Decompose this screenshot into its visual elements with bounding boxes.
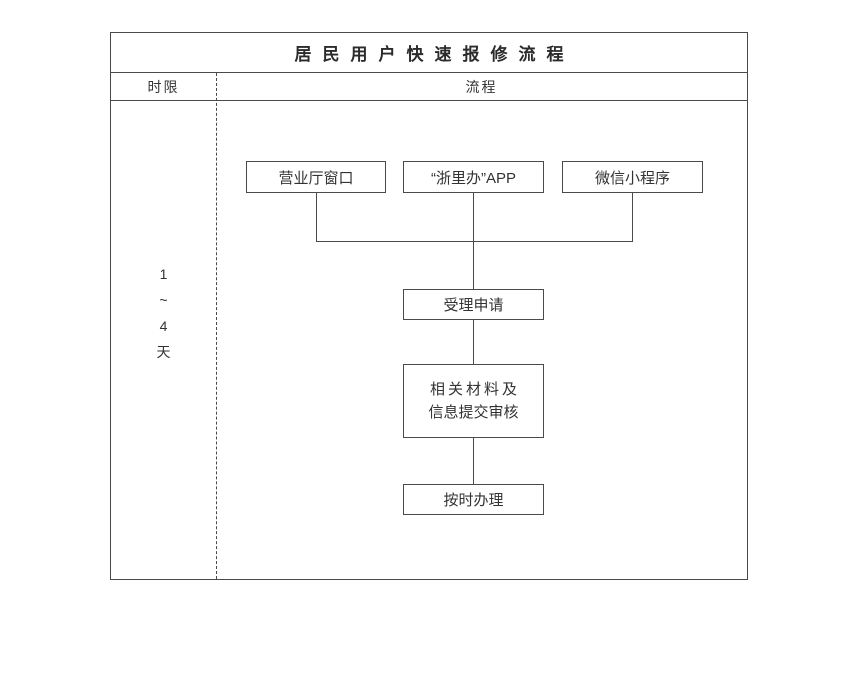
connector-line-to-materials bbox=[473, 320, 474, 364]
connector-line-wechat bbox=[632, 193, 633, 241]
step-box-accept-application: 受理申请 bbox=[403, 289, 544, 320]
connector-line-to-process bbox=[473, 438, 474, 484]
step-box-materials-review: 相关材料及 信息提交审核 bbox=[403, 364, 544, 438]
channel-label: 营业厅窗口 bbox=[278, 169, 354, 187]
flowchart-frame: 居民用户快速报修流程 时限 流程 1 ~ 4 天 营业厅窗口 “浙里办”APP … bbox=[110, 32, 748, 580]
column-header-process: 流程 bbox=[465, 78, 498, 95]
channel-box-business-hall: 营业厅窗口 bbox=[246, 161, 386, 193]
time-limit-char: ~ bbox=[159, 292, 168, 308]
column-header-time-limit: 时限 bbox=[147, 78, 180, 95]
channel-box-zheliban-app: “浙里办”APP bbox=[403, 161, 544, 193]
time-limit-char: 1 bbox=[159, 266, 168, 282]
connector-line-center bbox=[473, 193, 474, 289]
diagram-title: 居民用户快速报修流程 bbox=[111, 33, 747, 73]
column-divider-dashed-line bbox=[216, 73, 217, 579]
channel-box-wechat-mini-program: 微信小程序 bbox=[562, 161, 703, 193]
channel-label: 微信小程序 bbox=[594, 169, 670, 187]
step-label-line2: 信息提交审核 bbox=[428, 404, 519, 421]
connector-line-horizontal-merge bbox=[316, 241, 633, 242]
connector-line-business-hall bbox=[316, 193, 317, 241]
step-label: 受理申请 bbox=[443, 297, 504, 314]
time-limit-char: 4 bbox=[159, 318, 168, 334]
step-label-line1: 相关材料及 bbox=[429, 381, 520, 398]
column-header-row: 时限 流程 bbox=[111, 73, 747, 101]
time-limit-char: 天 bbox=[156, 344, 171, 360]
step-box-process-on-time: 按时办理 bbox=[403, 484, 544, 515]
time-limit-value: 1 ~ 4 天 bbox=[111, 261, 216, 365]
channel-label: “浙里办”APP bbox=[430, 169, 516, 187]
step-label: 按时办理 bbox=[443, 492, 504, 509]
